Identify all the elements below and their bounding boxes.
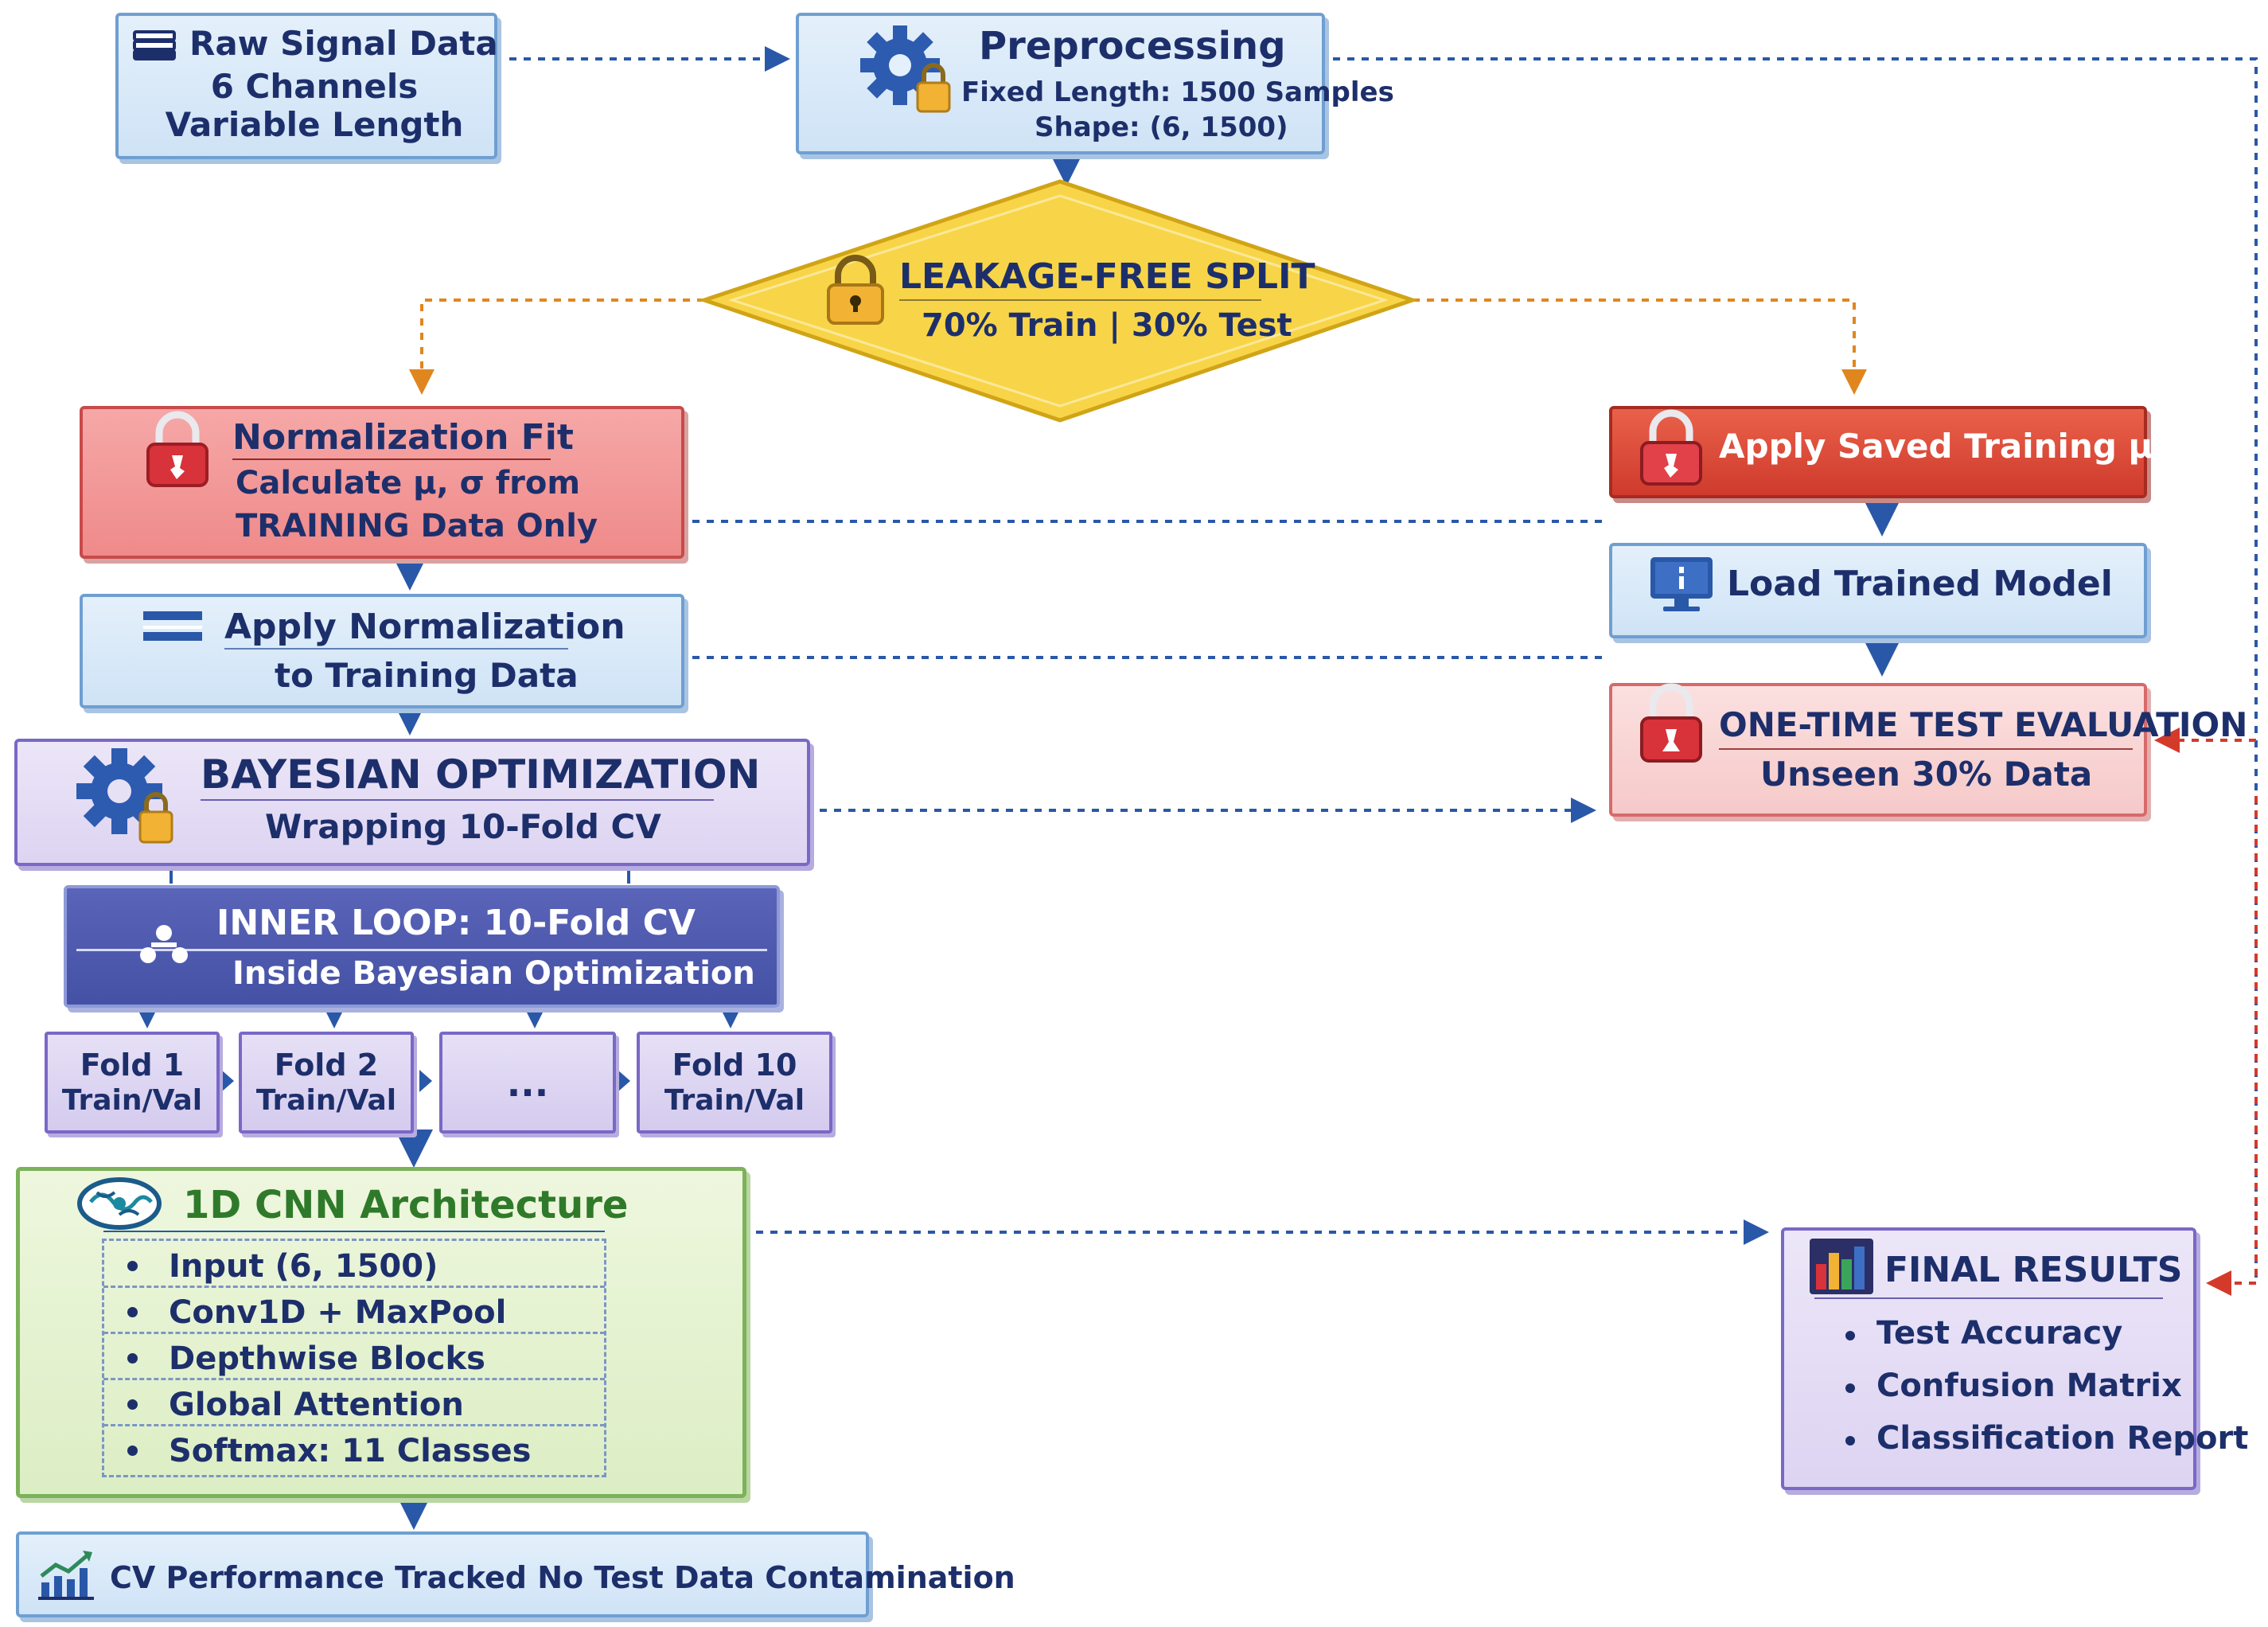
bullet-dot <box>127 1261 138 1271</box>
menu-icon <box>143 611 202 641</box>
fold-sub: Train/Val <box>61 1084 203 1117</box>
test-evaluation-underline <box>1719 748 2133 750</box>
arrow-split-to-apply-saved <box>1413 298 1867 395</box>
inner-loop-subtitle: Inside Bayesian Optimization <box>232 955 755 992</box>
monitor-icon <box>1650 557 1713 611</box>
test-evaluation-subtitle: Unseen 30% Data <box>1760 755 2093 794</box>
split-subtitle: 70% Train | 30% Test <box>922 307 1292 344</box>
final-results-underline <box>1814 1297 2163 1299</box>
padlock-icon <box>1640 409 1702 486</box>
bayesian-optimization-subtitle: Wrapping 10-Fold CV <box>265 807 661 846</box>
gear-lock-icon <box>860 25 951 113</box>
cnn-layer-label: Softmax: 11 Classes <box>169 1433 532 1469</box>
cnn-layer-item: Input (6, 1500) <box>103 1242 605 1288</box>
fold-box: Fold 2 Train/Val <box>239 1032 414 1133</box>
raw-signal-box <box>115 13 497 159</box>
final-results-title: FINAL RESULTS <box>1884 1250 2183 1290</box>
cnn-layer-item: Conv1D + MaxPool <box>103 1288 605 1334</box>
preprocessing-line2: Shape: (6, 1500) <box>1035 111 1288 143</box>
cnn-layer-label: Depthwise Blocks <box>169 1340 485 1377</box>
cv-tracked-text: CV Performance Tracked No Test Data Cont… <box>110 1560 1015 1595</box>
arrow-preprocessing-right-rail <box>1333 57 2258 1282</box>
arrow-fold1-to-fold2 <box>221 1070 234 1092</box>
bar-chart-icon <box>1810 1239 1873 1294</box>
cnn-layer-item: Global Attention <box>103 1380 605 1426</box>
padlock-icon <box>827 255 884 325</box>
final-result-item: Confusion Matrix <box>1876 1368 2182 1404</box>
apply-normalization-underline <box>224 648 568 650</box>
raw-signal-line1: 6 Channels <box>210 67 419 106</box>
raw-signal-title: Raw Signal Data <box>189 24 498 63</box>
fold-sub: Train/Val <box>664 1084 805 1117</box>
cnn-layer-item: Softmax: 11 Classes <box>103 1426 605 1473</box>
apply-normalization-title: Apply Normalization <box>224 607 625 647</box>
split-underline <box>899 299 1261 301</box>
test-evaluation-title: ONE-TIME TEST EVALUATION <box>1719 705 2248 744</box>
fold-label: Fold 1 <box>80 1048 185 1083</box>
fold-box: Fold 1 Train/Val <box>45 1032 220 1133</box>
bullet-dot <box>127 1399 138 1410</box>
load-model-title: Load Trained Model <box>1727 564 2113 604</box>
normalization-fit-line1: Calculate μ, σ from <box>236 465 581 501</box>
preprocessing-title: Preprocessing <box>979 24 1286 68</box>
fold-box-ellipsis: ... <box>439 1032 616 1133</box>
line-chart-icon <box>38 1551 94 1600</box>
cycle-icon <box>140 925 188 963</box>
fold-label: Fold 10 <box>672 1048 797 1083</box>
fold-box: Fold 10 Train/Val <box>637 1032 832 1133</box>
normalization-fit-title: Normalization Fit <box>232 417 574 458</box>
raw-signal-line2: Variable Length <box>165 105 464 144</box>
fold-label: ... <box>506 1062 549 1105</box>
cnn-layer-label: Conv1D + MaxPool <box>169 1294 507 1331</box>
cnn-title: 1D CNN Architecture <box>183 1183 629 1227</box>
inner-loop-divider <box>76 949 767 951</box>
inner-loop-title: INNER LOOP: 10-Fold CV <box>216 903 696 943</box>
bullet-dot <box>1845 1436 1855 1446</box>
database-icon <box>133 30 176 60</box>
preprocessing-line1: Fixed Length: 1500 Samples <box>961 76 1394 108</box>
apply-normalization-line1: to Training Data <box>275 656 579 695</box>
bullet-dot <box>127 1307 138 1317</box>
normalization-fit-line2: TRAINING Data Only <box>236 508 598 544</box>
cnn-layer-list <box>102 1239 606 1477</box>
padlock-icon <box>146 411 208 487</box>
apply-saved-title: Apply Saved Training μ, σ <box>1719 427 2204 466</box>
cnn-title-underline <box>103 1231 605 1232</box>
cnn-layer-item: Depthwise Blocks <box>103 1334 605 1380</box>
final-result-item: Test Accuracy <box>1876 1315 2123 1352</box>
bullet-dot <box>127 1446 138 1456</box>
bullet-dot <box>1845 1383 1855 1393</box>
bayesian-optimization-underline <box>201 799 714 801</box>
arrow-rail-to-final <box>2206 796 2258 1296</box>
cnn-layer-label: Input (6, 1500) <box>169 1248 438 1285</box>
bullet-dot <box>127 1353 138 1364</box>
cnn-layer-label: Global Attention <box>169 1387 464 1423</box>
inner-loop-box <box>64 885 780 1008</box>
gear-lock-icon <box>76 748 173 844</box>
padlock-icon <box>1640 683 1702 763</box>
arrow-ellipsis-to-fold10 <box>618 1070 630 1092</box>
bullet-dot <box>1845 1331 1855 1340</box>
test-evaluation-box <box>1609 683 2147 817</box>
cv-tracked-box <box>16 1531 869 1617</box>
split-title: LEAKAGE-FREE SPLIT <box>899 256 1315 297</box>
split-diamond <box>698 179 1419 423</box>
fold-label: Fold 2 <box>274 1048 379 1083</box>
bayesian-optimization-title: BAYESIAN OPTIMIZATION <box>201 751 761 798</box>
arrow-split-to-normfit <box>409 298 704 395</box>
final-result-item: Classification Report <box>1876 1420 2249 1457</box>
fold-sub: Train/Val <box>255 1084 397 1117</box>
normalization-fit-underline <box>232 458 551 460</box>
arrow-fold2-to-ellipsis <box>419 1070 432 1092</box>
brain-icon <box>77 1177 162 1230</box>
